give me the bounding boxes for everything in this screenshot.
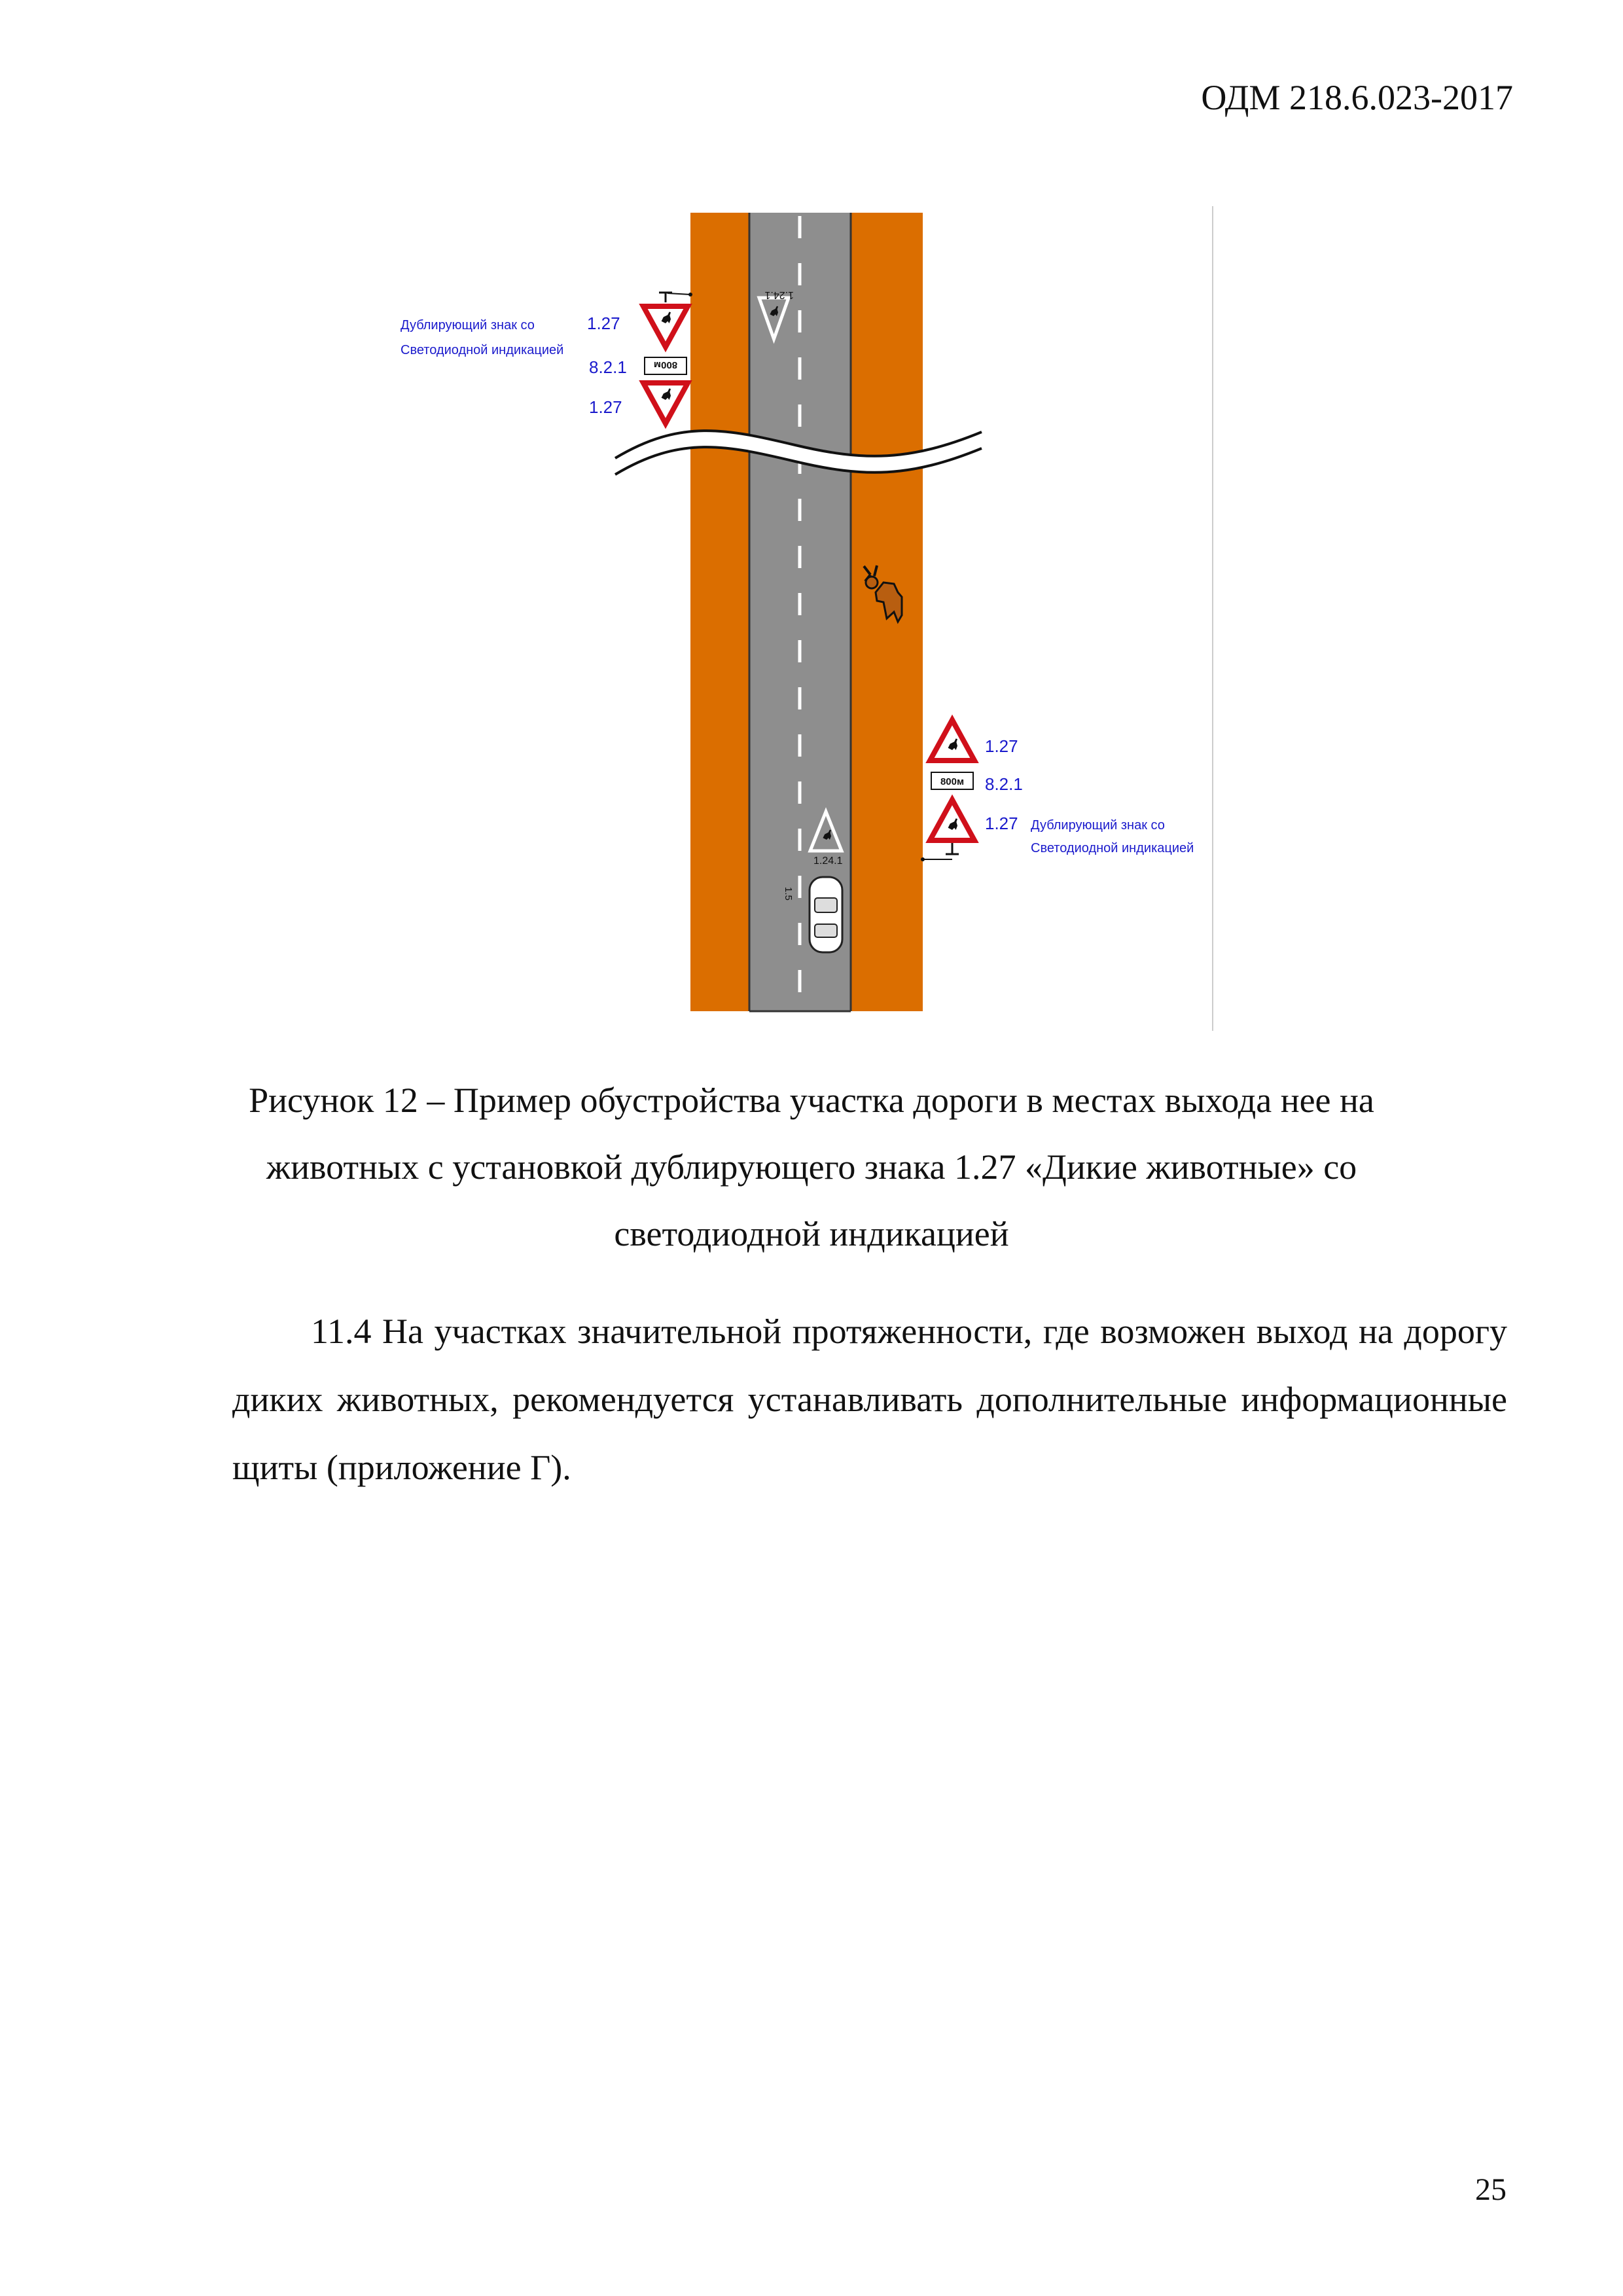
- warning-sign-1-27: [925, 714, 979, 763]
- warning-sign-1-27-led: [925, 794, 979, 843]
- left-verge: [690, 213, 749, 1011]
- top-sign-b-code: 1.27: [589, 397, 622, 417]
- road-marking-bottom: 1.24.1: [808, 807, 844, 867]
- deer-icon: [863, 565, 903, 624]
- top-note-line1: Дублирующий знак со: [401, 318, 535, 332]
- document-code: ОДМ 218.6.023-2017: [1201, 78, 1513, 117]
- lane-marking-label: 1.5: [783, 887, 794, 901]
- bottom-note-line2: Светодиодной индикацией: [1031, 841, 1194, 855]
- figure-caption: Рисунок 12 – Пример обустройства участка…: [216, 1067, 1407, 1267]
- bottom-sign-b-code: 1.27: [985, 814, 1018, 833]
- caption-line-1: Рисунок 12 – Пример обустройства участка…: [249, 1081, 1374, 1120]
- caption-line-2: животных с установкой дублирующего знака…: [266, 1147, 1357, 1187]
- page-number: 25: [1475, 2172, 1507, 2207]
- bottom-sign-group: 800м 1.27 8.2.1 1.27 Дублирующий знак со…: [921, 714, 1194, 861]
- distance-plate-8-2-1: [931, 772, 974, 790]
- road-scheme-figure: 1.24.1 1.24.1 1.5 800м Дублирующий знак …: [0, 0, 1623, 1047]
- distance-plate-8-2-1: [644, 357, 687, 375]
- svg-text:800м: 800м: [940, 776, 964, 787]
- top-sign-group: 800м Дублирующий знак со Светодиодной ин…: [401, 291, 692, 429]
- warning-sign-1-27-led: [639, 304, 692, 353]
- body-paragraph: 11.4 На участках значительной протяженно…: [232, 1297, 1507, 1501]
- bottom-sign-a-code: 1.27: [985, 736, 1018, 756]
- bottom-plate-code: 8.2.1: [985, 774, 1023, 794]
- road-marking-top: 1.24.1: [757, 289, 794, 344]
- warning-sign-1-27: [639, 380, 692, 429]
- svg-text:800м: 800м: [654, 359, 677, 370]
- bottom-note-line1: Дублирующий знак со: [1031, 818, 1165, 833]
- car-icon: [808, 876, 844, 954]
- road-break-symbol: [614, 429, 982, 476]
- top-sign-a-code: 1.27: [587, 314, 620, 333]
- paragraph-text: 11.4 На участках значительной протяженно…: [232, 1312, 1507, 1487]
- caption-line-3: светодиодной индикацией: [614, 1214, 1009, 1253]
- road-marking-bottom-label: 1.24.1: [813, 855, 843, 867]
- top-plate-code: 8.2.1: [589, 357, 627, 377]
- top-note-line2: Светодиодной индикацией: [401, 343, 563, 357]
- road-marking-top-label: 1.24.1: [764, 289, 794, 300]
